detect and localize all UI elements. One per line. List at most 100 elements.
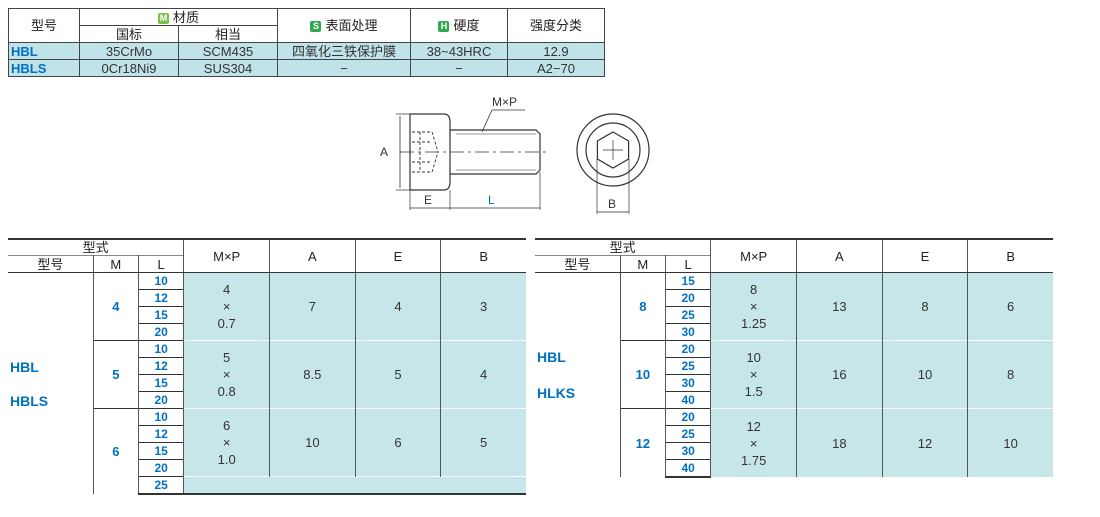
spec-table-left: 型式 M×P A E B 型号 M L HBL HBLS 4 10 4×0.7 … (8, 238, 526, 495)
mp-value: 5×0.8 (183, 340, 270, 409)
surface-value: 四氧化三铁保护膜 (277, 42, 411, 60)
l-value: 40 (664, 391, 712, 409)
l-value: 10 (137, 272, 185, 290)
strength-header: 强度分类 (507, 8, 605, 43)
type-label: HLKS (537, 385, 576, 401)
equiv-value: SUS304 (178, 59, 278, 77)
mp-value: 8×1.25 (710, 272, 797, 341)
surface-value: − (277, 59, 411, 77)
a-header: A (796, 238, 883, 273)
e-value: 8 (881, 272, 969, 341)
a-value: 18 (796, 408, 883, 477)
l-value: 25 (664, 357, 712, 375)
l-value: 12 (137, 425, 185, 443)
std-cn-header: 国标 (79, 25, 179, 43)
l-value: 30 (664, 374, 712, 392)
mp-header: M×P (710, 238, 797, 273)
std-cn-value: 35CrMo (79, 42, 179, 60)
screw-drawing: M×P A E L B (380, 95, 650, 214)
hardness-value: − (410, 59, 508, 77)
l-header: L (664, 255, 712, 273)
screw-head (409, 113, 451, 191)
b-value: 4 (440, 340, 526, 409)
model-header: 型号 (8, 8, 80, 43)
l-value: 20 (137, 323, 185, 341)
material-row: HBL 35CrMo SCM435 四氧化三铁保护膜 38~43HRC 12.9 (8, 42, 605, 60)
l-value: 25 (137, 476, 185, 495)
a-value: 7 (269, 272, 356, 341)
l-value: 12 (137, 289, 185, 307)
hardness-value: 38~43HRC (410, 42, 508, 60)
equiv-header: 相当 (178, 25, 278, 43)
l-value: 15 (137, 442, 185, 460)
l-value: 20 (664, 408, 712, 426)
l-value: 30 (664, 442, 712, 460)
label-mp: M×P (492, 95, 517, 109)
l-value: 20 (137, 391, 185, 409)
a-value: 8.5 (269, 340, 356, 409)
b-header: B (967, 238, 1053, 273)
l-value: 10 (137, 340, 185, 358)
l-value: 20 (137, 459, 185, 477)
a-header: A (269, 238, 356, 273)
equiv-value: SCM435 (178, 42, 278, 60)
m-value: 12 (619, 408, 667, 477)
mp-value: 6×1.0 (183, 408, 270, 477)
l-value: 15 (137, 374, 185, 392)
mp-value: 4×0.7 (183, 272, 270, 341)
e-value: 5 (354, 340, 442, 409)
strength-value: 12.9 (507, 42, 605, 60)
hex-socket (596, 131, 630, 169)
b-header: B (440, 238, 526, 273)
strength-value: A2−70 (507, 59, 605, 77)
label-l: L (488, 193, 495, 207)
mp-value: 12×1.75 (710, 408, 797, 477)
m-value: 8 (619, 272, 667, 341)
m-value: 4 (92, 272, 140, 341)
e-value: 12 (881, 408, 969, 477)
type-label: HBL (537, 349, 566, 365)
type-label: HBL (10, 358, 39, 375)
a-value: 13 (796, 272, 883, 341)
b-value: 8 (967, 340, 1053, 409)
m-header: M (92, 255, 140, 273)
model-header: 型号 (8, 255, 94, 273)
m-value: 5 (92, 340, 140, 409)
l-header: L (137, 255, 185, 273)
l-value: 25 (664, 425, 712, 443)
mp-header: M×P (183, 238, 270, 273)
material-row: HBLS 0Cr18Ni9 SUS304 − − A2−70 (8, 59, 605, 77)
l-value: 10 (137, 408, 185, 426)
spec-table-right: 型式 M×P A E B 型号 M L HBL HLKS 8 15 8×1.25… (535, 238, 1053, 478)
form-header: 型式 (535, 238, 712, 256)
surface-badge-icon: S (310, 21, 322, 32)
label-b: B (608, 197, 616, 211)
b-value: 3 (440, 272, 526, 341)
dim-mp-leader (481, 109, 493, 133)
l-value: 15 (137, 306, 185, 324)
std-cn-value: 0Cr18Ni9 (79, 59, 179, 77)
end-view-outer (576, 113, 650, 187)
label-a: A (380, 145, 388, 159)
model-code: HBLS (8, 59, 80, 77)
screw-shank (450, 129, 541, 175)
b-value: 5 (440, 408, 526, 477)
type-cell: HBL HLKS (535, 272, 621, 477)
a-value: 16 (796, 340, 883, 409)
form-header: 型式 (8, 238, 185, 256)
hardness-badge-icon: H (438, 21, 450, 32)
b-value: 10 (967, 408, 1053, 477)
l-value: 25 (664, 306, 712, 324)
material-badge-icon: M (157, 12, 169, 24)
e-value: 6 (354, 408, 442, 477)
e-header: E (881, 238, 969, 273)
e-value: 10 (881, 340, 969, 409)
model-header: 型号 (535, 255, 621, 273)
l-value: 15 (664, 272, 712, 290)
label-e: E (424, 193, 432, 207)
b-value: 6 (967, 272, 1053, 341)
